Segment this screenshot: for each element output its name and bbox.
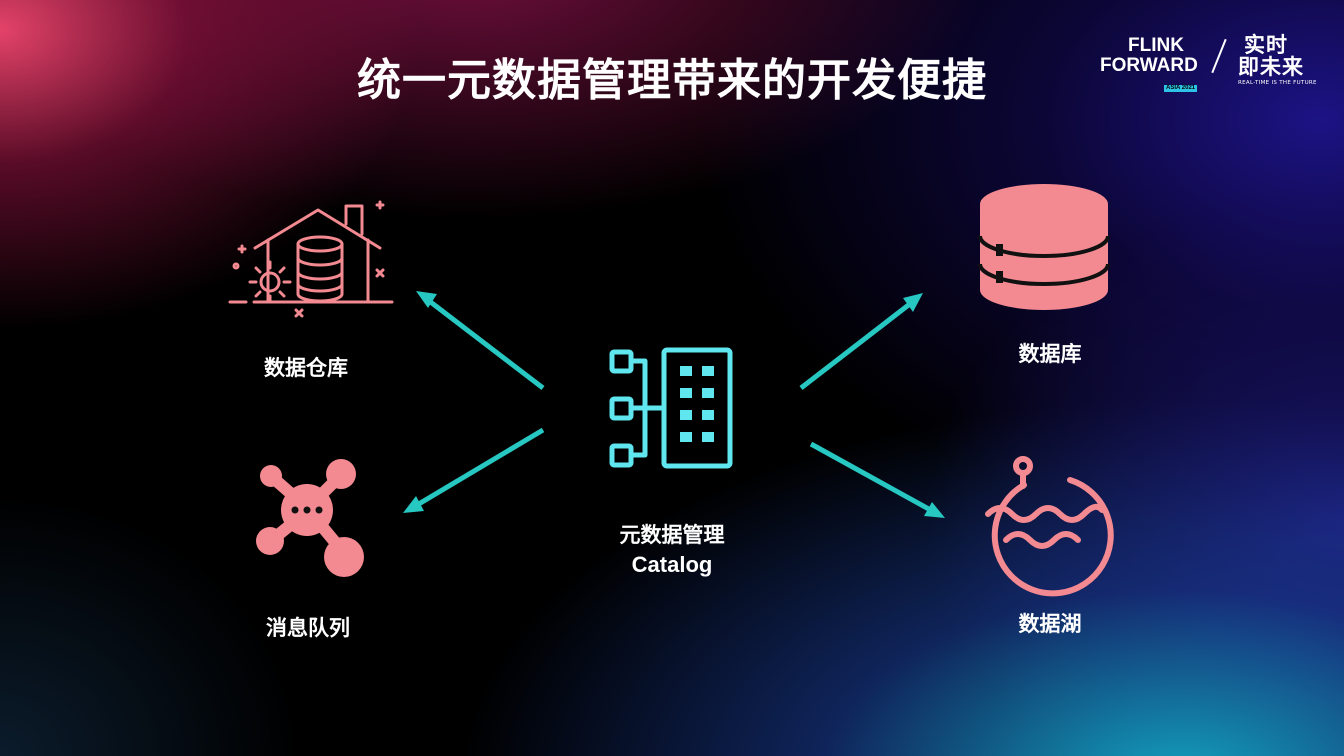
edge-to-mq: [403, 427, 545, 513]
logo-cn-line2: 即未来: [1238, 55, 1304, 79]
center-node-name: 元数据管理: [619, 523, 725, 547]
data-lake-icon: [985, 456, 1114, 597]
center-node-label: 元数据管理 Catalog: [572, 520, 772, 580]
node-label-warehouse: 数据仓库: [264, 356, 348, 380]
logo-wordmark: FLINK FORWARD ASIA 2021: [1100, 36, 1212, 94]
database-icon: [978, 184, 1110, 310]
logo-line1: FLINK: [1128, 35, 1184, 56]
edge-to-database: [799, 293, 923, 390]
flink-forward-logo: FLINK FORWARD ASIA 2021 实时 即未来 REAL-TIME…: [1100, 28, 1330, 92]
slide-title: 统一元数据管理带来的开发便捷: [357, 55, 987, 106]
center-node-subtitle: Catalog: [631, 552, 713, 577]
catalog-icon: [609, 347, 733, 469]
node-label-mq: 消息队列: [266, 616, 350, 640]
node-label-database: 数据库: [1018, 342, 1082, 366]
logo-line2: FORWARD: [1100, 55, 1198, 76]
edge-to-lake: [809, 441, 945, 518]
logo-badge: ASIA 2021: [1164, 85, 1198, 92]
node-label-lake: 数据湖: [1018, 612, 1082, 636]
logo-cn-wordmark: 实时 即未来: [1238, 34, 1304, 78]
edge-to-warehouse: [416, 291, 545, 390]
logo-tagline: REAL-TIME IS THE FUTURE: [1238, 80, 1317, 86]
logo-cn-line1: 实时: [1244, 33, 1288, 57]
message-queue-icon: [256, 459, 364, 577]
warehouse-icon: [228, 200, 394, 318]
